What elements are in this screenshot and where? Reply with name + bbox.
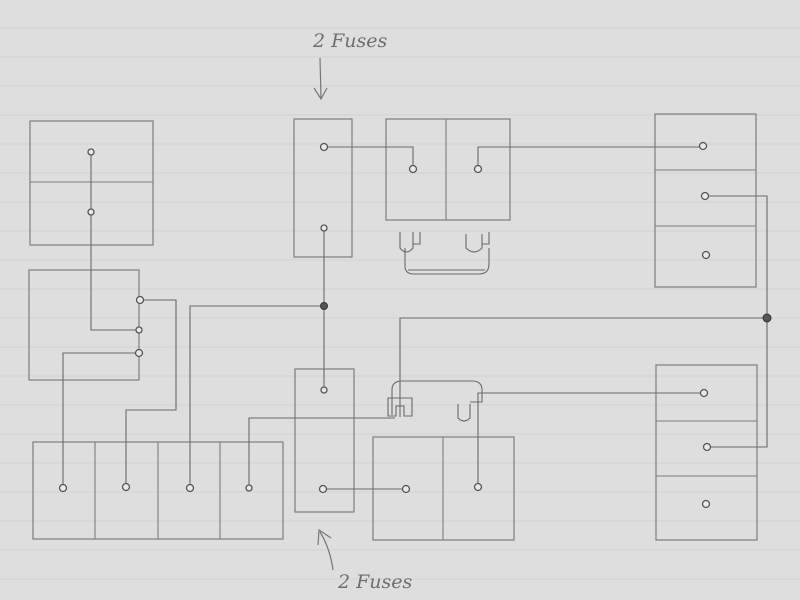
top-fuse-holder bbox=[293, 118, 353, 258]
left-middle-block bbox=[28, 269, 140, 381]
junction-node bbox=[320, 302, 328, 310]
terminals bbox=[58, 141, 772, 509]
fuse-arrow-top bbox=[313, 57, 328, 101]
bottom-fuse-note: 2 Fuses bbox=[337, 571, 413, 593]
right-lower-block bbox=[655, 364, 758, 541]
fuse-arrow-bottom bbox=[317, 528, 334, 571]
fuse-connector-top bbox=[399, 232, 490, 275]
right-upper-block bbox=[654, 113, 757, 288]
top-fuse-note: 2 Fuses bbox=[312, 30, 388, 52]
fuse-connector-bottom bbox=[387, 380, 483, 422]
junction-node bbox=[762, 313, 772, 323]
top-relay-pair bbox=[385, 118, 511, 221]
bottom-left-terminal-strip bbox=[32, 441, 284, 540]
